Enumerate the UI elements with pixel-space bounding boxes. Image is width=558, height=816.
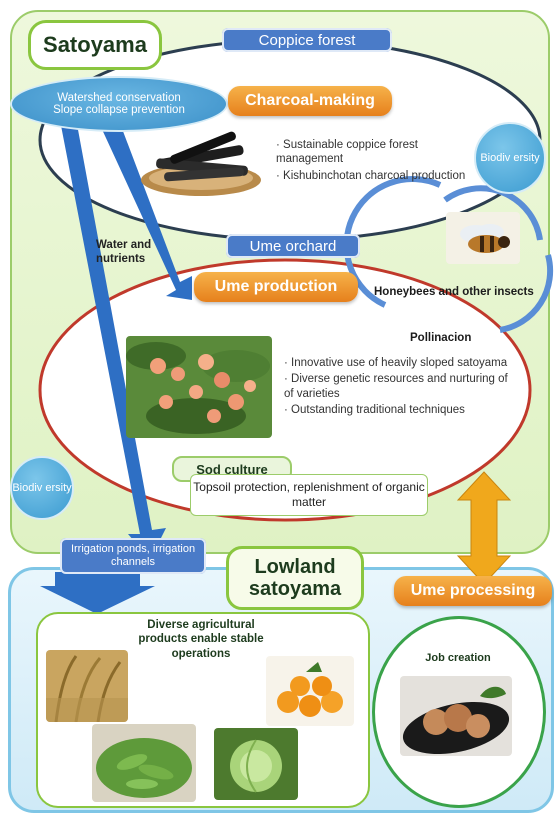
orchard-bullet-2: · Diverse genetic resources and nurturin… [284,372,520,401]
charcoal-photo [138,128,264,198]
umeboshi-photo [400,676,512,756]
charcoal-bullet-1: · Sustainable coppice forest management [276,138,476,167]
edamame-photo [92,724,196,802]
water-nutrients-label: Water and nutrients [96,238,166,267]
cabbage-photo [214,728,298,800]
honeybees-label: Honeybees and other insects [374,286,558,298]
ume-fruit-photo [126,336,272,438]
charcoal-making-label: Charcoal-making [228,86,392,116]
coppice-forest-label: Coppice forest [222,28,392,52]
sod-culture-desc: Topsoil protection, replenishment of org… [190,474,428,516]
watershed-bubble: Watershed conservation Slope collapse pr… [10,76,228,132]
watershed-line1: Watershed conservation [57,92,181,104]
job-creation-title: Job creation [416,652,500,664]
charcoal-bullet-2: · Kishubinchotan charcoal production [276,169,476,183]
pollination-label: Pollinacion [410,332,500,344]
ume-processing-label: Ume processing [394,576,552,606]
rice-photo [46,650,128,722]
lowland-title: Lowland satoyama [226,546,364,610]
products-title: Diverse agricultural products enable sta… [126,618,276,661]
watershed-line2: Slope collapse prevention [53,104,185,116]
irrigation-arrow [40,572,155,614]
honeybee-photo [446,212,520,264]
orchard-bullet-3: · Outstanding traditional techniques [284,403,520,417]
biodiversity-badge-left: Biodiv ersity [10,456,74,520]
ume-production-label: Ume production [194,272,358,302]
irrigation-label: Irrigation ponds, irrigation channels [60,538,206,574]
orchard-bullets: · Innovative use of heavily sloped satoy… [284,356,520,420]
charcoal-bullets: · Sustainable coppice forest management … [276,138,476,185]
processing-double-arrow [458,472,510,584]
lowland-title-line2: satoyama [249,578,341,600]
satoyama-title: Satoyama [28,20,162,70]
mandarin-photo [266,656,354,726]
orchard-bullet-1: · Innovative use of heavily sloped satoy… [284,356,520,370]
biodiversity-badge-top: Biodiv ersity [474,122,546,194]
lowland-title-line1: Lowland [254,556,335,578]
ume-orchard-label: Ume orchard [226,234,360,258]
